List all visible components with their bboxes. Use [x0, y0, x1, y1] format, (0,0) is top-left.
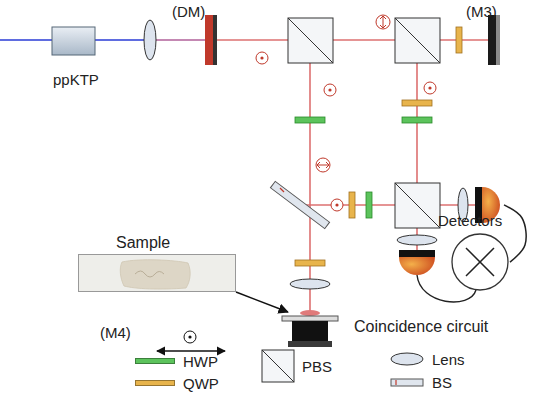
dichroic-mirror	[205, 15, 214, 65]
mirror	[496, 15, 500, 65]
legend-label: BS	[432, 374, 452, 391]
detector-node: Detectors	[438, 186, 504, 230]
photon-beam	[309, 40, 311, 314]
stage	[288, 341, 332, 347]
node-label: (M3)	[466, 3, 497, 20]
out-of-plane-symbol	[188, 335, 191, 338]
polarization-symbol	[317, 162, 329, 168]
inset-frame	[78, 254, 236, 292]
translation-arrow	[157, 350, 225, 351]
lens-symbol	[290, 279, 330, 289]
circuit-node: Coincidence circuit	[352, 234, 510, 338]
legend-label: Lens	[432, 351, 465, 368]
legend-bs-sample	[395, 380, 396, 385]
hwp-plate	[366, 192, 372, 218]
hwp-plate	[402, 117, 432, 123]
beam-splitter-mark	[280, 188, 284, 192]
connector	[504, 205, 526, 262]
node-label: Sample	[116, 234, 170, 251]
crystal-node: ppKTP	[50, 25, 102, 87]
node-label: Detectors	[438, 212, 502, 229]
polarization-symbol	[324, 84, 336, 96]
detector	[399, 250, 435, 257]
coincidence-cross	[466, 248, 494, 276]
qwp-plate	[402, 100, 432, 106]
pbs-cube	[395, 183, 440, 228]
coincidence-cross	[466, 248, 494, 276]
legend-swatch	[135, 380, 175, 386]
node-label: ppKTP	[53, 71, 99, 88]
stage	[282, 316, 338, 321]
mirror-node: (DM)	[172, 3, 222, 66]
lens-symbol	[397, 235, 437, 245]
pbs-cube	[288, 18, 333, 63]
polarization-symbol	[380, 16, 386, 28]
out-of-plane-symbol	[184, 331, 196, 343]
qwp-plate	[295, 260, 325, 266]
polarization-symbol	[335, 203, 338, 206]
stage-node: (M4)	[100, 312, 340, 352]
beam-splitter	[270, 181, 329, 228]
node-label: Coincidence circuit	[354, 318, 488, 335]
hwp-plate	[295, 117, 325, 123]
pbs-cube	[395, 18, 440, 63]
legend-label: HWP	[183, 353, 218, 370]
polarization-symbol	[318, 165, 328, 166]
pbs-cube	[395, 183, 440, 228]
polarization-symbol	[428, 86, 431, 89]
legend-pbs-sample	[262, 350, 294, 382]
stage	[292, 321, 328, 341]
legend-label: QWP	[183, 375, 219, 392]
mixed-beam	[150, 39, 206, 41]
node-label: (M4)	[100, 324, 131, 341]
mirror-node: (M3)	[466, 3, 506, 66]
lens-symbol	[144, 20, 156, 60]
sample-photo	[120, 260, 190, 289]
polarization-symbol	[331, 199, 343, 211]
node-label: (DM)	[172, 3, 205, 20]
pbs-cube	[288, 18, 333, 63]
legend-lens-sample	[391, 353, 423, 365]
legend-pbs-sample	[262, 350, 294, 382]
coincidence-circle	[452, 234, 508, 290]
polarization-symbol	[260, 56, 263, 59]
polarization-symbol	[383, 17, 384, 27]
photon-beam	[216, 39, 490, 41]
crystal	[52, 27, 95, 55]
photon-beam	[300, 204, 476, 206]
sample-piece	[300, 310, 320, 316]
connector	[236, 292, 288, 312]
legend-bs-sample	[391, 379, 423, 386]
polarization-symbol	[328, 88, 331, 91]
polarization-symbol	[424, 82, 436, 94]
qwp-plate	[456, 27, 462, 53]
qwp-plate	[349, 192, 355, 218]
sample-photo	[135, 271, 164, 277]
polarization-symbol	[256, 15, 436, 211]
polarization-symbol	[316, 158, 330, 172]
dichroic-mirror	[213, 15, 217, 65]
legend-swatch	[135, 358, 175, 364]
polarization-symbol	[256, 52, 268, 64]
pbs-cube	[395, 18, 440, 63]
detector-wire	[417, 275, 476, 302]
mirror	[488, 15, 496, 65]
detector	[399, 257, 435, 275]
legend-label: PBS	[302, 358, 332, 375]
sample-inset: Sample	[78, 234, 236, 292]
sample-photo	[79, 255, 235, 291]
polarization-symbol	[376, 15, 390, 29]
